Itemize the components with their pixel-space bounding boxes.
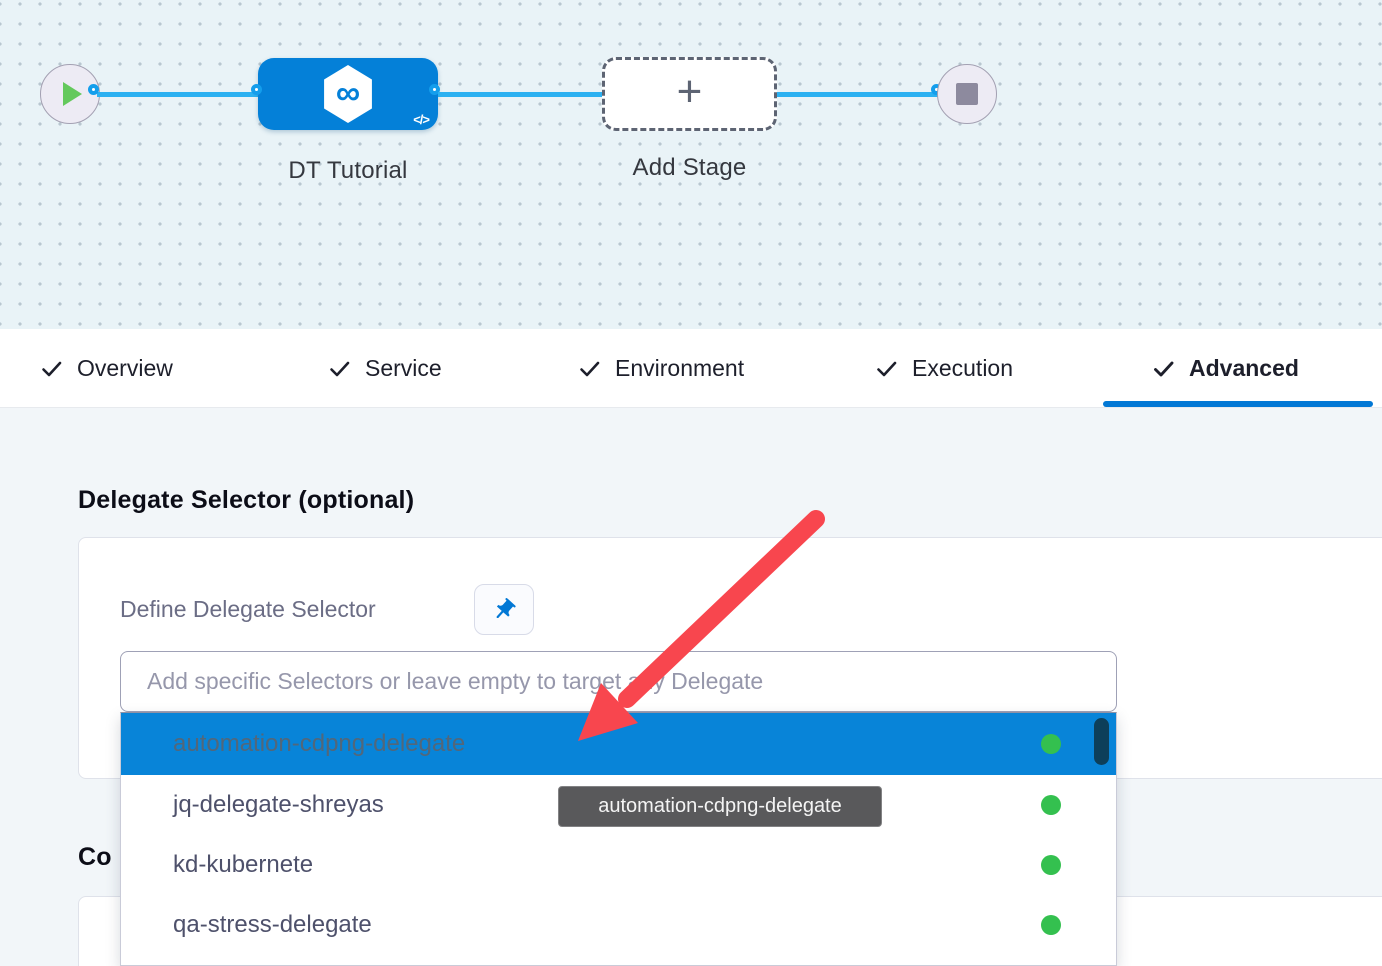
tab-label: Execution xyxy=(912,355,1014,381)
tab-label: Overview xyxy=(77,355,173,381)
pushpin-icon xyxy=(496,597,516,618)
delegate-option-label: automation-cdpng-delegate xyxy=(173,730,466,757)
active-tab-underline xyxy=(1103,401,1373,407)
stage-tabbar: Overview Service Environment Execution A… xyxy=(0,329,1382,408)
tab-overview[interactable]: Overview xyxy=(40,329,173,408)
tab-label: Service xyxy=(365,355,442,381)
check-icon xyxy=(1154,361,1174,376)
tab-label: Advanced xyxy=(1189,355,1299,381)
status-green-dot xyxy=(1041,915,1061,935)
delegate-option-label: kd-kubernete xyxy=(173,851,314,878)
delegate-option-automation-cdpng-delegate[interactable]: automation-cdpng-delegate xyxy=(121,713,1116,775)
connector-port[interactable] xyxy=(88,84,99,95)
status-green-dot xyxy=(1041,734,1061,754)
stage-in-port[interactable] xyxy=(251,84,262,95)
plus-icon: + xyxy=(676,66,703,116)
delegate-option-jq-delegate-shreyas[interactable]: jq-delegate-shreyas xyxy=(121,775,1116,835)
stage-node-dt-tutorial[interactable]: ∞ </> xyxy=(258,58,438,130)
delegate-options-dropdown: automation-cdpng-delegate jq-delegate-sh… xyxy=(120,712,1117,966)
dropdown-scrollbar-thumb[interactable] xyxy=(1094,718,1109,765)
check-icon xyxy=(42,361,62,376)
code-view-icon[interactable]: </> xyxy=(413,112,430,127)
pipeline-canvas[interactable]: ∞ </> DT Tutorial + Add Stage xyxy=(0,0,1382,329)
status-green-dot xyxy=(1041,855,1061,875)
conditional-section-heading-partial: Co xyxy=(78,843,112,871)
connector-line xyxy=(438,92,602,97)
stop-icon xyxy=(956,83,978,105)
delegate-option-label: jq-delegate-shreyas xyxy=(173,791,384,818)
check-icon xyxy=(580,361,600,376)
check-icon xyxy=(877,361,897,376)
status-green-dot xyxy=(1041,795,1061,815)
tab-service[interactable]: Service xyxy=(328,329,442,408)
add-stage-label: Add Stage xyxy=(632,154,747,181)
delegate-selector-section-title: Delegate Selector (optional) xyxy=(78,486,415,514)
harness-cd-icon: ∞ xyxy=(324,65,372,123)
tab-environment[interactable]: Environment xyxy=(578,329,744,408)
play-icon xyxy=(63,82,82,106)
delegate-selector-input[interactable] xyxy=(120,651,1117,712)
check-icon xyxy=(330,361,350,376)
pipeline-end-node[interactable] xyxy=(937,64,997,124)
delegate-option-label: qa-stress-delegate xyxy=(173,911,372,938)
tab-label: Environment xyxy=(615,355,745,381)
stage-name-label: DT Tutorial xyxy=(288,157,408,184)
tab-execution[interactable]: Execution xyxy=(875,329,1013,408)
delegate-option-kd-kubernete[interactable]: kd-kubernete xyxy=(121,835,1116,895)
stage-out-port[interactable] xyxy=(429,84,440,95)
pin-button[interactable] xyxy=(474,584,534,635)
define-delegate-selector-label: Define Delegate Selector xyxy=(120,596,376,622)
add-stage-button[interactable]: + xyxy=(602,57,777,131)
delegate-tooltip: automation-cdpng-delegate xyxy=(558,786,882,827)
delegate-option-qa-stress-delegate[interactable]: qa-stress-delegate xyxy=(121,895,1116,955)
connector-line xyxy=(97,92,260,97)
connector-line xyxy=(777,92,940,97)
tab-advanced[interactable]: Advanced xyxy=(1152,329,1299,408)
